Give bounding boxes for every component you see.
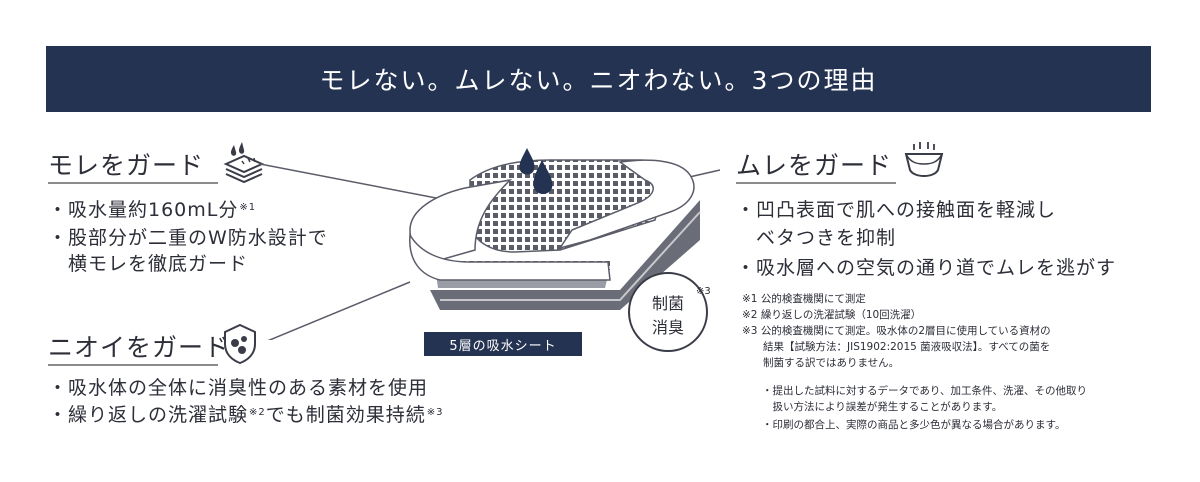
- antibacterial-deodorant-badge: 制菌 消臭: [628, 272, 708, 352]
- disclaimer-2: ・印刷の都合上、実際の商品と多少色が異なる場合があります。: [762, 419, 1066, 431]
- stuffy-heading-rule: [736, 182, 896, 184]
- footnote-1: ※1 公的検査機関にて測定: [742, 293, 866, 305]
- odor-heading: ニオイをガード: [48, 333, 231, 362]
- sheet-label: 5層の吸水シート: [424, 332, 582, 356]
- footnote-3-cont-2: 制菌する訳ではありません。: [742, 357, 900, 369]
- leak-bullet-3: 横モレを徹底ガード: [48, 253, 249, 275]
- leak-bullet-2: ・股部分が二重のW防水設計で: [48, 227, 328, 249]
- shield-icon: [224, 323, 256, 365]
- banner-title: モレない。ムレない。ニオわない。3つの理由: [319, 66, 878, 95]
- absorbent-sheet-illustration: [260, 148, 721, 340]
- odor-heading-rule: [48, 364, 218, 366]
- title-banner: モレない。ムレない。ニオわない。3つの理由: [46, 46, 1151, 112]
- badge-line-2: 消臭: [651, 318, 684, 337]
- diaper-icon: [904, 142, 944, 177]
- disclaimer-1-cont: 扱い方法により誤差が発生することがあります。: [762, 401, 1003, 413]
- footnote-2: ※2 繰り返しの洗濯試験（10回洗濯）: [742, 309, 922, 321]
- footnote-3: ※3 公的検査機関にて測定。吸水体の2層目に使用している資材の: [742, 325, 1051, 337]
- disclaimer-1: ・提出した試料に対するデータであり、加工条件、洗濯、その他取り: [762, 385, 1087, 397]
- odor-bullet-1: ・吸水体の全体に消臭性のある素材を使用: [48, 377, 429, 399]
- stuffy-bullet-3: ・吸水層への空気の通り道でムレを逃がす: [736, 257, 1117, 279]
- leak-heading: モレをガード: [48, 151, 205, 180]
- badge-line-1: 制菌: [651, 294, 684, 313]
- stuffy-bullet-1: ・凹凸表面で肌への接触面を軽減し: [736, 199, 1057, 221]
- stuffy-bullet-2: ベタつきを抑制: [736, 227, 897, 249]
- badge-ref: ※3: [696, 286, 711, 297]
- stuffy-heading: ムレをガード: [736, 151, 893, 180]
- leak-heading-rule: [48, 182, 218, 184]
- footnote-3-cont-1: 結果【試験方法：JIS1902:2015 菌液吸収法】。すべての菌を: [742, 341, 1051, 353]
- leak-bullet-1: ・吸水量約160mL分※1: [48, 199, 257, 221]
- odor-bullet-2: ・繰り返しの洗濯試験※2でも制菌効果持続※3: [48, 404, 444, 426]
